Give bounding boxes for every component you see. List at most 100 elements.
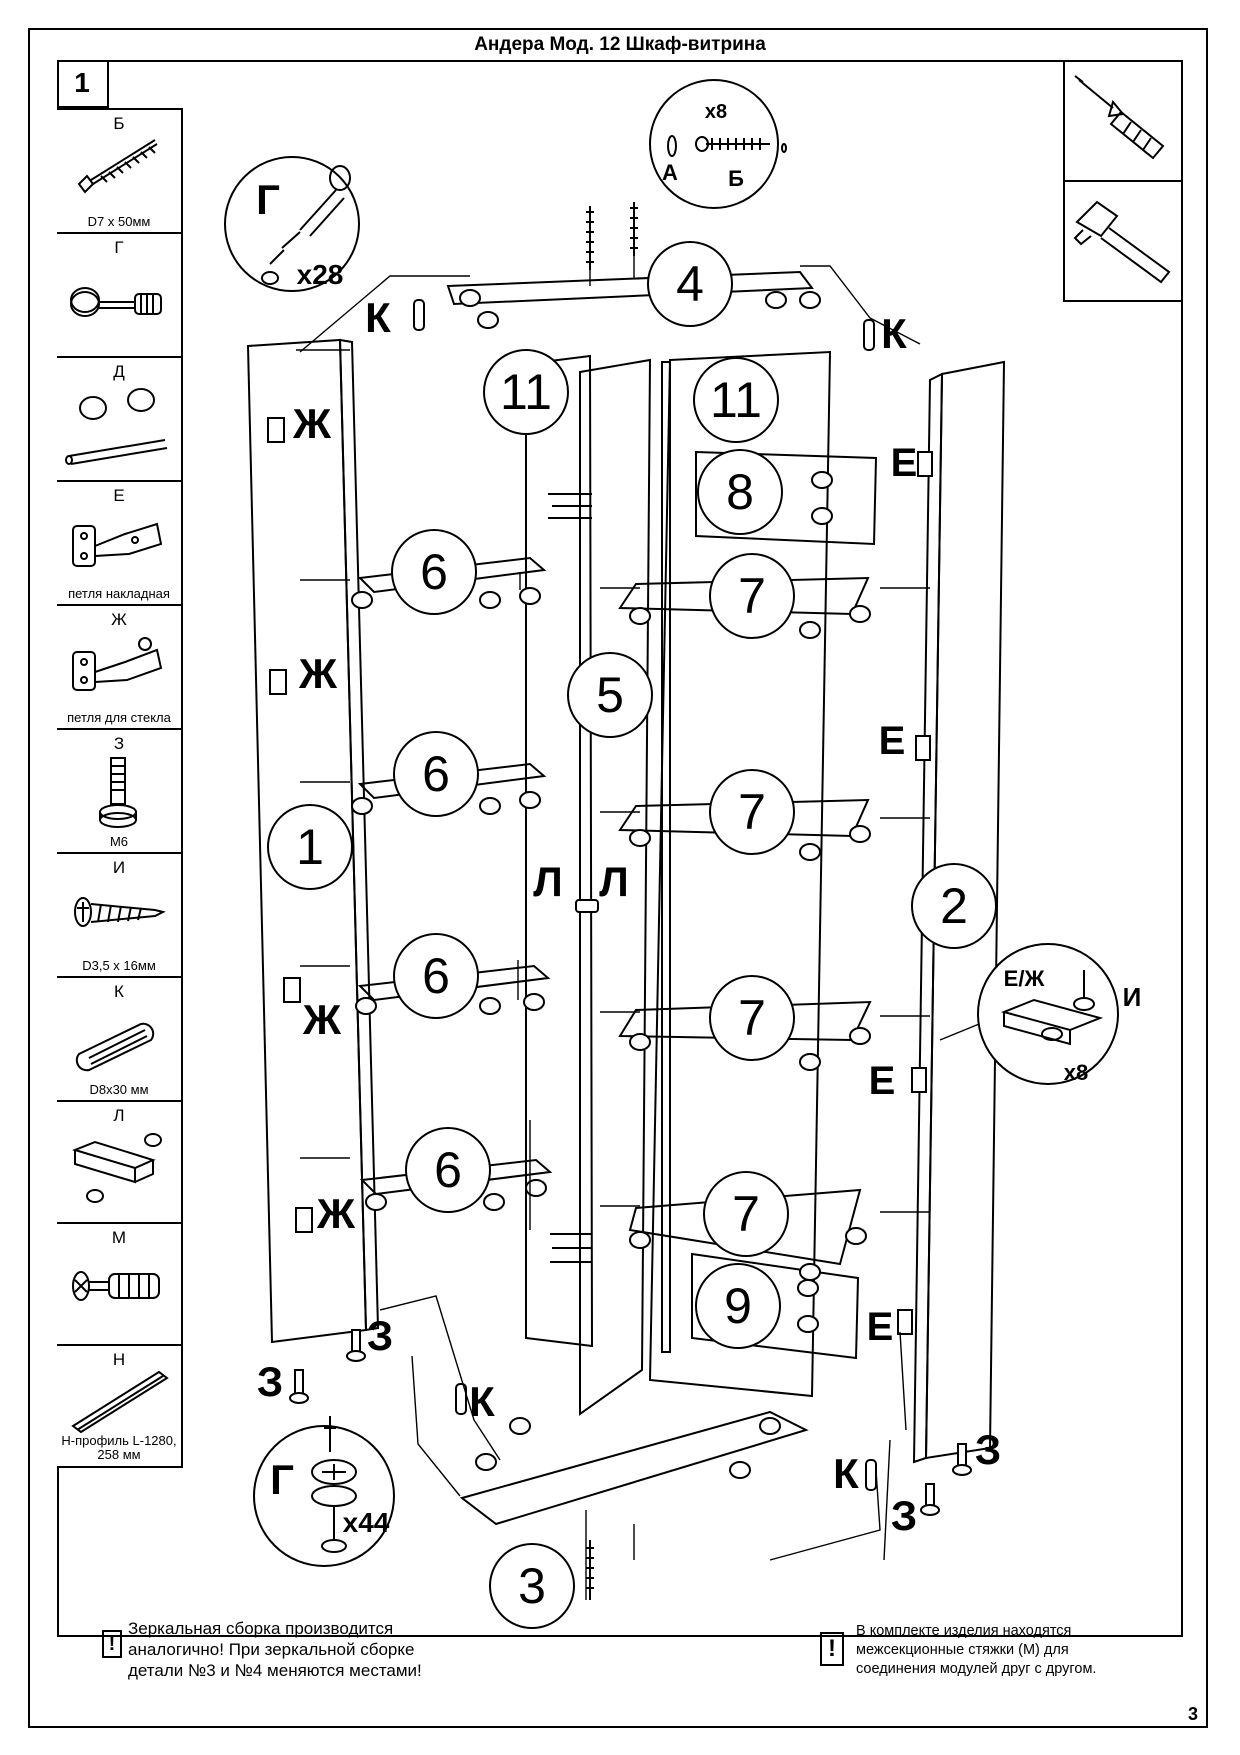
cam-connector-icon <box>70 287 162 317</box>
magnetic-latch <box>575 899 599 913</box>
panel-number: 3 <box>489 1543 575 1629</box>
wooden-dowel-icon <box>75 1022 155 1072</box>
callout-screw-letter: И <box>1123 982 1142 1012</box>
callout-qty: x44 <box>343 1507 390 1538</box>
panel-number-markers: 1 2 3 4 5 6 6 6 6 7 7 7 7 8 9 11 11 <box>267 241 997 1629</box>
label-foot: З <box>257 1358 283 1405</box>
note-line: Зеркальная сборка производится <box>128 1619 394 1638</box>
page-title: Андера Мод. 12 Шкаф-витрина <box>474 34 766 55</box>
part-item: И D3,5 x 16мм <box>57 852 183 978</box>
confirmat-screw-icon <box>77 139 158 194</box>
part-item: Н Н-профиль L-1280, 258 мм <box>57 1344 183 1468</box>
panel-number: 8 <box>697 449 783 535</box>
dowel <box>865 1459 877 1491</box>
part-item: Д <box>57 356 183 482</box>
page-number: 3 <box>1188 1704 1199 1724</box>
svg-text:2: 2 <box>940 878 968 934</box>
part-item: Ж петля для стекла <box>57 604 183 730</box>
callout-hinge-detail: Е/Ж И x8 <box>977 943 1142 1085</box>
label-foot: З <box>975 1426 1001 1473</box>
callout-qty: x8 <box>705 101 727 123</box>
cam-fitting <box>797 471 833 1333</box>
part-caption: петля накладная <box>68 586 170 601</box>
svg-text:8: 8 <box>726 464 754 520</box>
label-foot: З <box>891 1492 917 1539</box>
back-panel-left <box>525 354 594 1348</box>
leveling-foot <box>920 1504 940 1516</box>
assembly-guide-lines <box>296 202 985 1600</box>
cam-fitting <box>365 1179 547 1211</box>
note-warning-mark: ! <box>102 1630 122 1658</box>
callout-letter: Е/Ж <box>1004 966 1045 991</box>
dowel <box>863 319 875 351</box>
shelf-right <box>628 1188 862 1266</box>
bottom-panel <box>459 1410 809 1526</box>
panel-number: 11 <box>483 349 569 435</box>
cam-fitting <box>351 791 541 815</box>
overlay-hinge <box>911 1067 927 1093</box>
part-letter: Л <box>113 1106 125 1125</box>
left-panel-edge <box>338 338 380 1332</box>
svg-text:7: 7 <box>738 990 766 1046</box>
part-letter: Б <box>113 114 125 133</box>
leveling-foot <box>294 1369 304 1395</box>
h-profile-strip <box>661 361 671 1353</box>
middle-panel <box>579 358 652 1416</box>
part-caption: петля для стекла <box>67 710 171 725</box>
glass-hinge <box>283 977 301 1003</box>
panel-number: 4 <box>647 241 733 327</box>
label-overlay-hinge: Е <box>891 441 918 485</box>
note-line: аналогично! При зеркальной сборке <box>128 1640 415 1659</box>
overlay-hinge-icon <box>72 522 163 567</box>
cam-fitting <box>765 291 821 309</box>
leveling-foot-icon <box>99 757 137 828</box>
cabinet-panels <box>246 270 1006 1526</box>
part-letter: М <box>111 1228 127 1247</box>
glass-hinge <box>267 417 285 443</box>
note-line: детали №3 и №4 меняются местами! <box>128 1661 422 1680</box>
callout-screw-detail: x8 А Б <box>649 79 787 209</box>
label-glass-hinge: Ж <box>292 400 332 447</box>
h-profile-icon <box>71 1370 169 1434</box>
overlay-hinge <box>897 1309 913 1335</box>
confirmat-screws <box>548 202 638 1600</box>
label-glass-hinge: Ж <box>302 996 342 1043</box>
svg-text:1: 1 <box>296 819 324 875</box>
panel-number: 9 <box>695 1263 781 1349</box>
part-letter: Г <box>114 238 124 257</box>
label-dowel: К <box>469 1378 495 1425</box>
cam-fitting <box>629 605 871 639</box>
label-glass-hinge: Ж <box>298 650 338 697</box>
glass-hinge <box>295 1207 313 1233</box>
magnetic-latch-icon <box>71 1133 162 1203</box>
note-section-connectors: В комплекте изделия находятся межсекцион… <box>856 1622 1156 1679</box>
label-overlay-hinge: Е <box>879 719 906 763</box>
cam-fitting <box>459 289 499 329</box>
panel-number: 6 <box>393 933 479 1019</box>
svg-text:3: 3 <box>518 1558 546 1614</box>
cam-fitting <box>629 825 871 861</box>
svg-text:6: 6 <box>434 1142 462 1198</box>
part-letter-labels: К К К К Е Е Е Е Ж Ж Ж Ж Л Л З З З З <box>257 294 1001 1539</box>
step-number: 1 <box>57 60 109 108</box>
callout-qty: x8 <box>1064 1060 1088 1085</box>
part-caption: D7 x 50мм <box>87 214 151 229</box>
panel-number: 2 <box>911 863 997 949</box>
label-latch: Л <box>533 858 562 905</box>
part-item: Б D7 x 50мм <box>57 108 183 234</box>
part-caption: D3,5 x 16мм <box>82 958 156 973</box>
part-letter: Ж <box>111 610 127 629</box>
svg-text:7: 7 <box>738 568 766 624</box>
svg-text:4: 4 <box>676 256 704 312</box>
double-cam-connector-icon <box>65 388 168 465</box>
svg-text:6: 6 <box>422 948 450 1004</box>
cam-fitting <box>351 587 541 609</box>
section-connector-icon <box>72 1271 160 1301</box>
part-caption: М6 <box>109 834 129 849</box>
part-item: К D8x30 мм <box>57 976 183 1102</box>
part-item: Л <box>57 1100 183 1224</box>
right-panel-edge <box>912 372 944 1464</box>
dowel <box>413 299 425 331</box>
label-glass-hinge: Ж <box>316 1190 356 1237</box>
